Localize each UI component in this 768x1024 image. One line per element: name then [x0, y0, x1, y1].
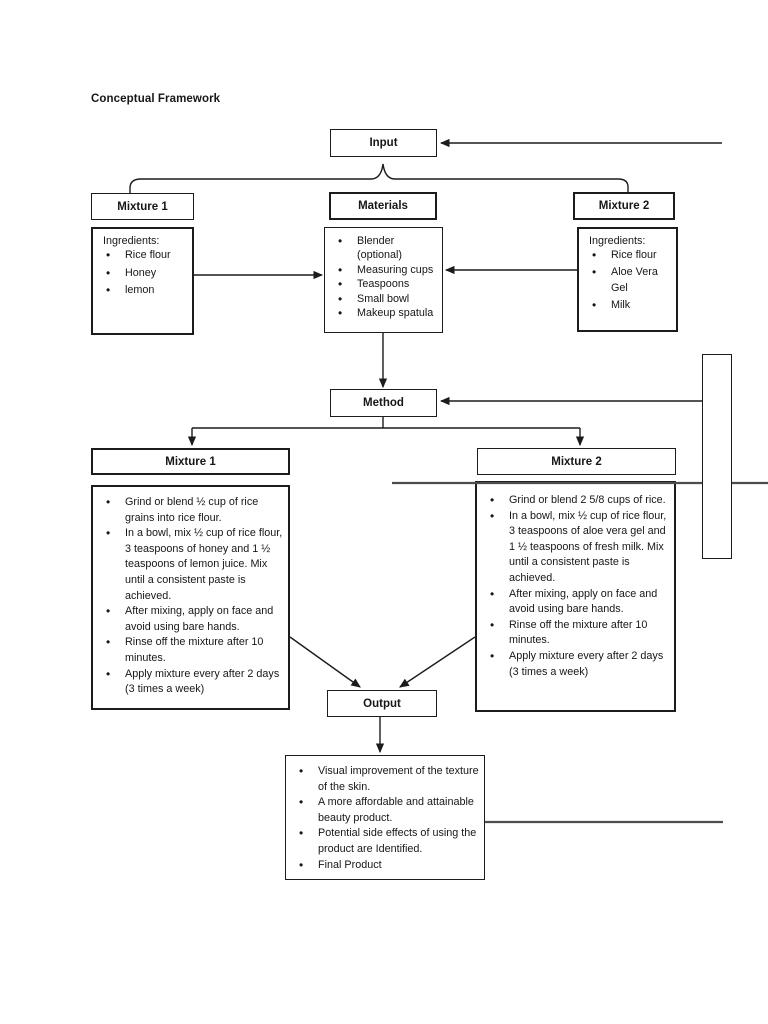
list-item: In a bowl, mix ½ cup of rice flour, 3 te…	[483, 509, 670, 587]
list-item: Visual improvement of the texture of the…	[292, 764, 480, 795]
output-node: Output	[327, 690, 437, 717]
output-details-box: Visual improvement of the texture of the…	[285, 755, 485, 880]
list-item: Apply mixture every after 2 days (3 time…	[483, 649, 670, 680]
mixture1-method-list: Grind or blend ½ cup of rice grains into…	[99, 495, 284, 698]
list-item: Rinse off the mixture after 10 minutes.	[99, 635, 284, 666]
materials-box: Blender (optional) Measuring cups Teaspo…	[324, 227, 443, 333]
mixture2-ingredients-list: Rice flour Aloe Vera Gel Milk	[585, 247, 672, 313]
mixture2-section-header: Mixture 2	[477, 448, 676, 475]
list-item: Measuring cups	[331, 263, 438, 278]
list-item: Honey	[99, 265, 188, 283]
mixture2-ingredients-box: Ingredients: Rice flour Aloe Vera Gel Mi…	[577, 227, 678, 332]
mixture1-header-node: Mixture 1	[91, 193, 194, 220]
list-item: lemon	[99, 282, 188, 300]
method-node: Method	[330, 389, 437, 417]
mixture1-section-header: Mixture 1	[91, 448, 290, 475]
output-details-list: Visual improvement of the texture of the…	[292, 764, 480, 873]
side-rectangle-shape	[702, 354, 732, 559]
mixture1-ingredients-title: Ingredients:	[103, 235, 160, 247]
mixture2-header-node: Mixture 2	[573, 192, 675, 220]
list-item: Potential side effects of using the prod…	[292, 826, 480, 857]
mixture2-method-box: Grind or blend 2 5/8 cups of rice. In a …	[475, 481, 676, 712]
list-item: Rice flour	[99, 247, 188, 265]
mixture2-section-label: Mixture 2	[551, 455, 602, 468]
mixture2-header-label: Mixture 2	[598, 200, 650, 212]
materials-list: Blender (optional) Measuring cups Teaspo…	[331, 234, 438, 321]
list-item: Grind or blend ½ cup of rice grains into…	[99, 495, 284, 526]
list-item: A more affordable and attainable beauty …	[292, 795, 480, 826]
mixture1-ingredients-box: Ingredients: Rice flour Honey lemon	[91, 227, 194, 335]
list-item: Final Product	[292, 858, 480, 874]
mixture2-method-list: Grind or blend 2 5/8 cups of rice. In a …	[483, 493, 670, 680]
input-node-label: Input	[369, 137, 398, 149]
list-item: Milk	[585, 297, 672, 314]
materials-header-node: Materials	[329, 192, 437, 220]
list-item: Rinse off the mixture after 10 minutes.	[483, 618, 670, 649]
method-node-label: Method	[363, 397, 404, 409]
list-item: Small bowl	[331, 292, 438, 307]
list-item: Apply mixture every after 2 days (3 time…	[99, 667, 284, 698]
list-item: Teaspoons	[331, 277, 438, 292]
page-title: Conceptual Framework	[91, 93, 221, 105]
mixture1-section-label: Mixture 1	[165, 455, 216, 468]
list-item: Rice flour	[585, 247, 672, 264]
materials-header-label: Materials	[358, 200, 408, 212]
list-item: Grind or blend 2 5/8 cups of rice.	[483, 493, 670, 509]
mixture2-ingredients-title: Ingredients:	[589, 235, 646, 247]
list-item: After mixing, apply on face and avoid us…	[483, 587, 670, 618]
list-item: After mixing, apply on face and avoid us…	[99, 604, 284, 635]
list-item: Blender (optional)	[331, 234, 438, 263]
input-node: Input	[330, 129, 437, 157]
list-item: Aloe Vera Gel	[585, 264, 672, 297]
output-node-label: Output	[363, 697, 401, 710]
mixture1-ingredients-list: Rice flour Honey lemon	[99, 247, 188, 300]
mixture1-method-box: Grind or blend ½ cup of rice grains into…	[91, 485, 290, 710]
list-item: In a bowl, mix ½ cup of rice flour, 3 te…	[99, 526, 284, 604]
mixture1-header-label: Mixture 1	[117, 200, 168, 213]
list-item: Makeup spatula	[331, 306, 438, 321]
